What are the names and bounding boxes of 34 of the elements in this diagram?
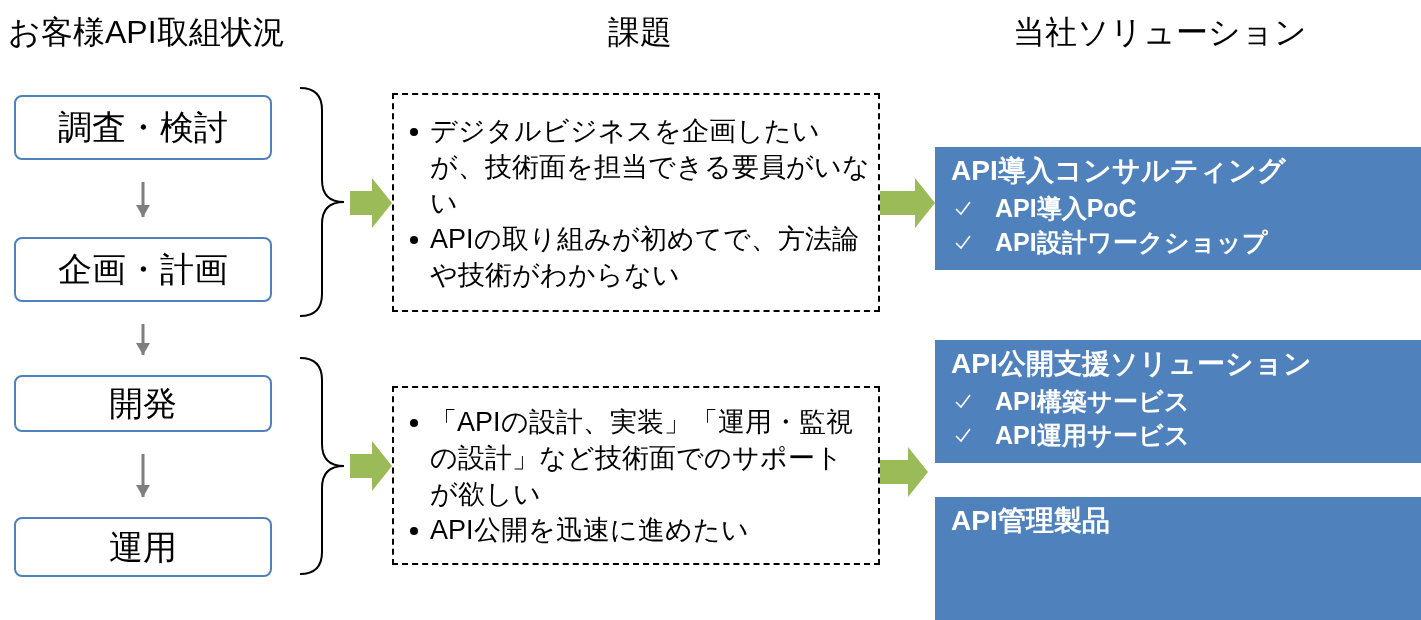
item-text: API設計ワークショップ: [995, 227, 1268, 258]
panel-heading: API管理製品: [951, 504, 1111, 538]
bullet-text: APIの取り組みが初めてで、方法論や技術がわからない: [430, 222, 860, 292]
process-box: [14, 375, 272, 432]
process-box: [14, 517, 272, 577]
solution-panel: [935, 497, 1421, 620]
process-box: [14, 95, 272, 160]
item-text: API運用サービス: [995, 420, 1190, 451]
block-arrow: [350, 178, 392, 228]
panel-heading: API導入コンサルティング: [951, 154, 1287, 188]
bullet-text: API公開を迅速に進めたい: [430, 513, 749, 547]
column-heading: 課題: [608, 14, 672, 50]
column-heading: お客様API取組状況: [8, 14, 285, 50]
arrow: [136, 324, 150, 355]
bullet-text: デジタルビジネスを企画したいが、技術面を担当できる要員がいない: [430, 114, 870, 220]
process-box: [14, 237, 272, 302]
dashed-box: [392, 386, 880, 565]
solution-panel: [935, 147, 1421, 270]
arrow: [136, 454, 150, 497]
item-text: API構築サービス: [995, 386, 1190, 417]
block-arrow: [880, 447, 928, 497]
solution-panel: [935, 340, 1421, 463]
item-text: API導入PoC: [995, 193, 1137, 224]
block-arrow: [880, 178, 935, 228]
column-heading: 当社ソリューション: [1013, 14, 1307, 50]
arrow: [136, 182, 150, 217]
step-text: 運用: [109, 526, 177, 568]
step-text: 開発: [109, 383, 177, 424]
dashed-box: [392, 93, 880, 312]
step-text: 企画・計画: [58, 249, 228, 290]
panel-heading: API公開支援ソリューション: [951, 347, 1313, 381]
block-arrow: [350, 441, 392, 491]
bullet-text: 「APIの設計、実装」「運用・監視の設計」など技術面でのサポートが欲しい: [430, 405, 854, 511]
step-text: 調査・検討: [58, 107, 228, 148]
